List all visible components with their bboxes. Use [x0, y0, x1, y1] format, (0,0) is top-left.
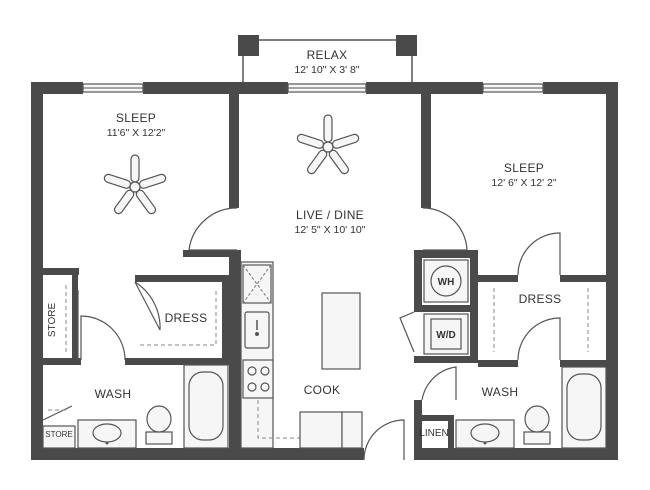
toilet-icon: [145, 405, 173, 445]
water-heater-icon: [430, 265, 462, 297]
linen-label: LINEN: [419, 428, 448, 439]
dress2-name: DRESS: [519, 292, 562, 306]
interior-walls: [43, 94, 606, 448]
sink-icon: [77, 419, 137, 449]
relax-dims: 12' 10" X 3' 8": [294, 64, 359, 76]
door-swing-icon: [42, 207, 561, 461]
sleep2-name: SLEEP: [504, 161, 544, 175]
laundry: WH W/D: [423, 259, 469, 355]
balcony: RELAX 12' 10" X 3' 8": [238, 35, 417, 83]
balcony-post-right: [396, 35, 417, 56]
live-dine-dims: 12' 5" X 10' 10": [294, 224, 365, 236]
balcony-post-left: [238, 35, 259, 56]
bath-left: [42, 364, 229, 449]
ceiling-fan-icon: [103, 114, 360, 215]
bathtub-icon: [561, 366, 607, 449]
bathtub-icon: [183, 364, 229, 449]
toilet-icon: [523, 405, 551, 445]
sink-icon: [455, 419, 515, 449]
sleep1-dims: 11'6" X 12'2": [107, 127, 166, 139]
sleep1-name: SLEEP: [116, 111, 156, 125]
store-small-label: STORE: [45, 430, 72, 439]
store-side-label: STORE: [47, 303, 58, 338]
sleep2-dims: 12' 6" X 12' 2": [491, 177, 556, 189]
cook-name: COOK: [304, 383, 341, 397]
kitchen-island: [321, 292, 361, 370]
window-icon: [82, 83, 544, 93]
kitchen: COOK: [240, 261, 363, 449]
live-dine-name: LIVE / DINE: [296, 208, 364, 222]
wh-label: WH: [438, 277, 455, 288]
stove-icon: [242, 359, 274, 399]
closet-shelves: [48, 285, 589, 411]
wd-label: W/D: [436, 330, 455, 341]
sink-icon: [244, 311, 270, 349]
wash1-name: WASH: [95, 387, 132, 401]
room-labels: SLEEP 11'6" X 12'2" LIVE / DINE 12' 5" X…: [45, 111, 561, 439]
exterior-walls: [31, 82, 618, 460]
dress1-name: DRESS: [165, 311, 208, 325]
bath-right: [455, 366, 607, 449]
relax-name: RELAX: [307, 48, 348, 62]
wash2-name: WASH: [482, 385, 519, 399]
